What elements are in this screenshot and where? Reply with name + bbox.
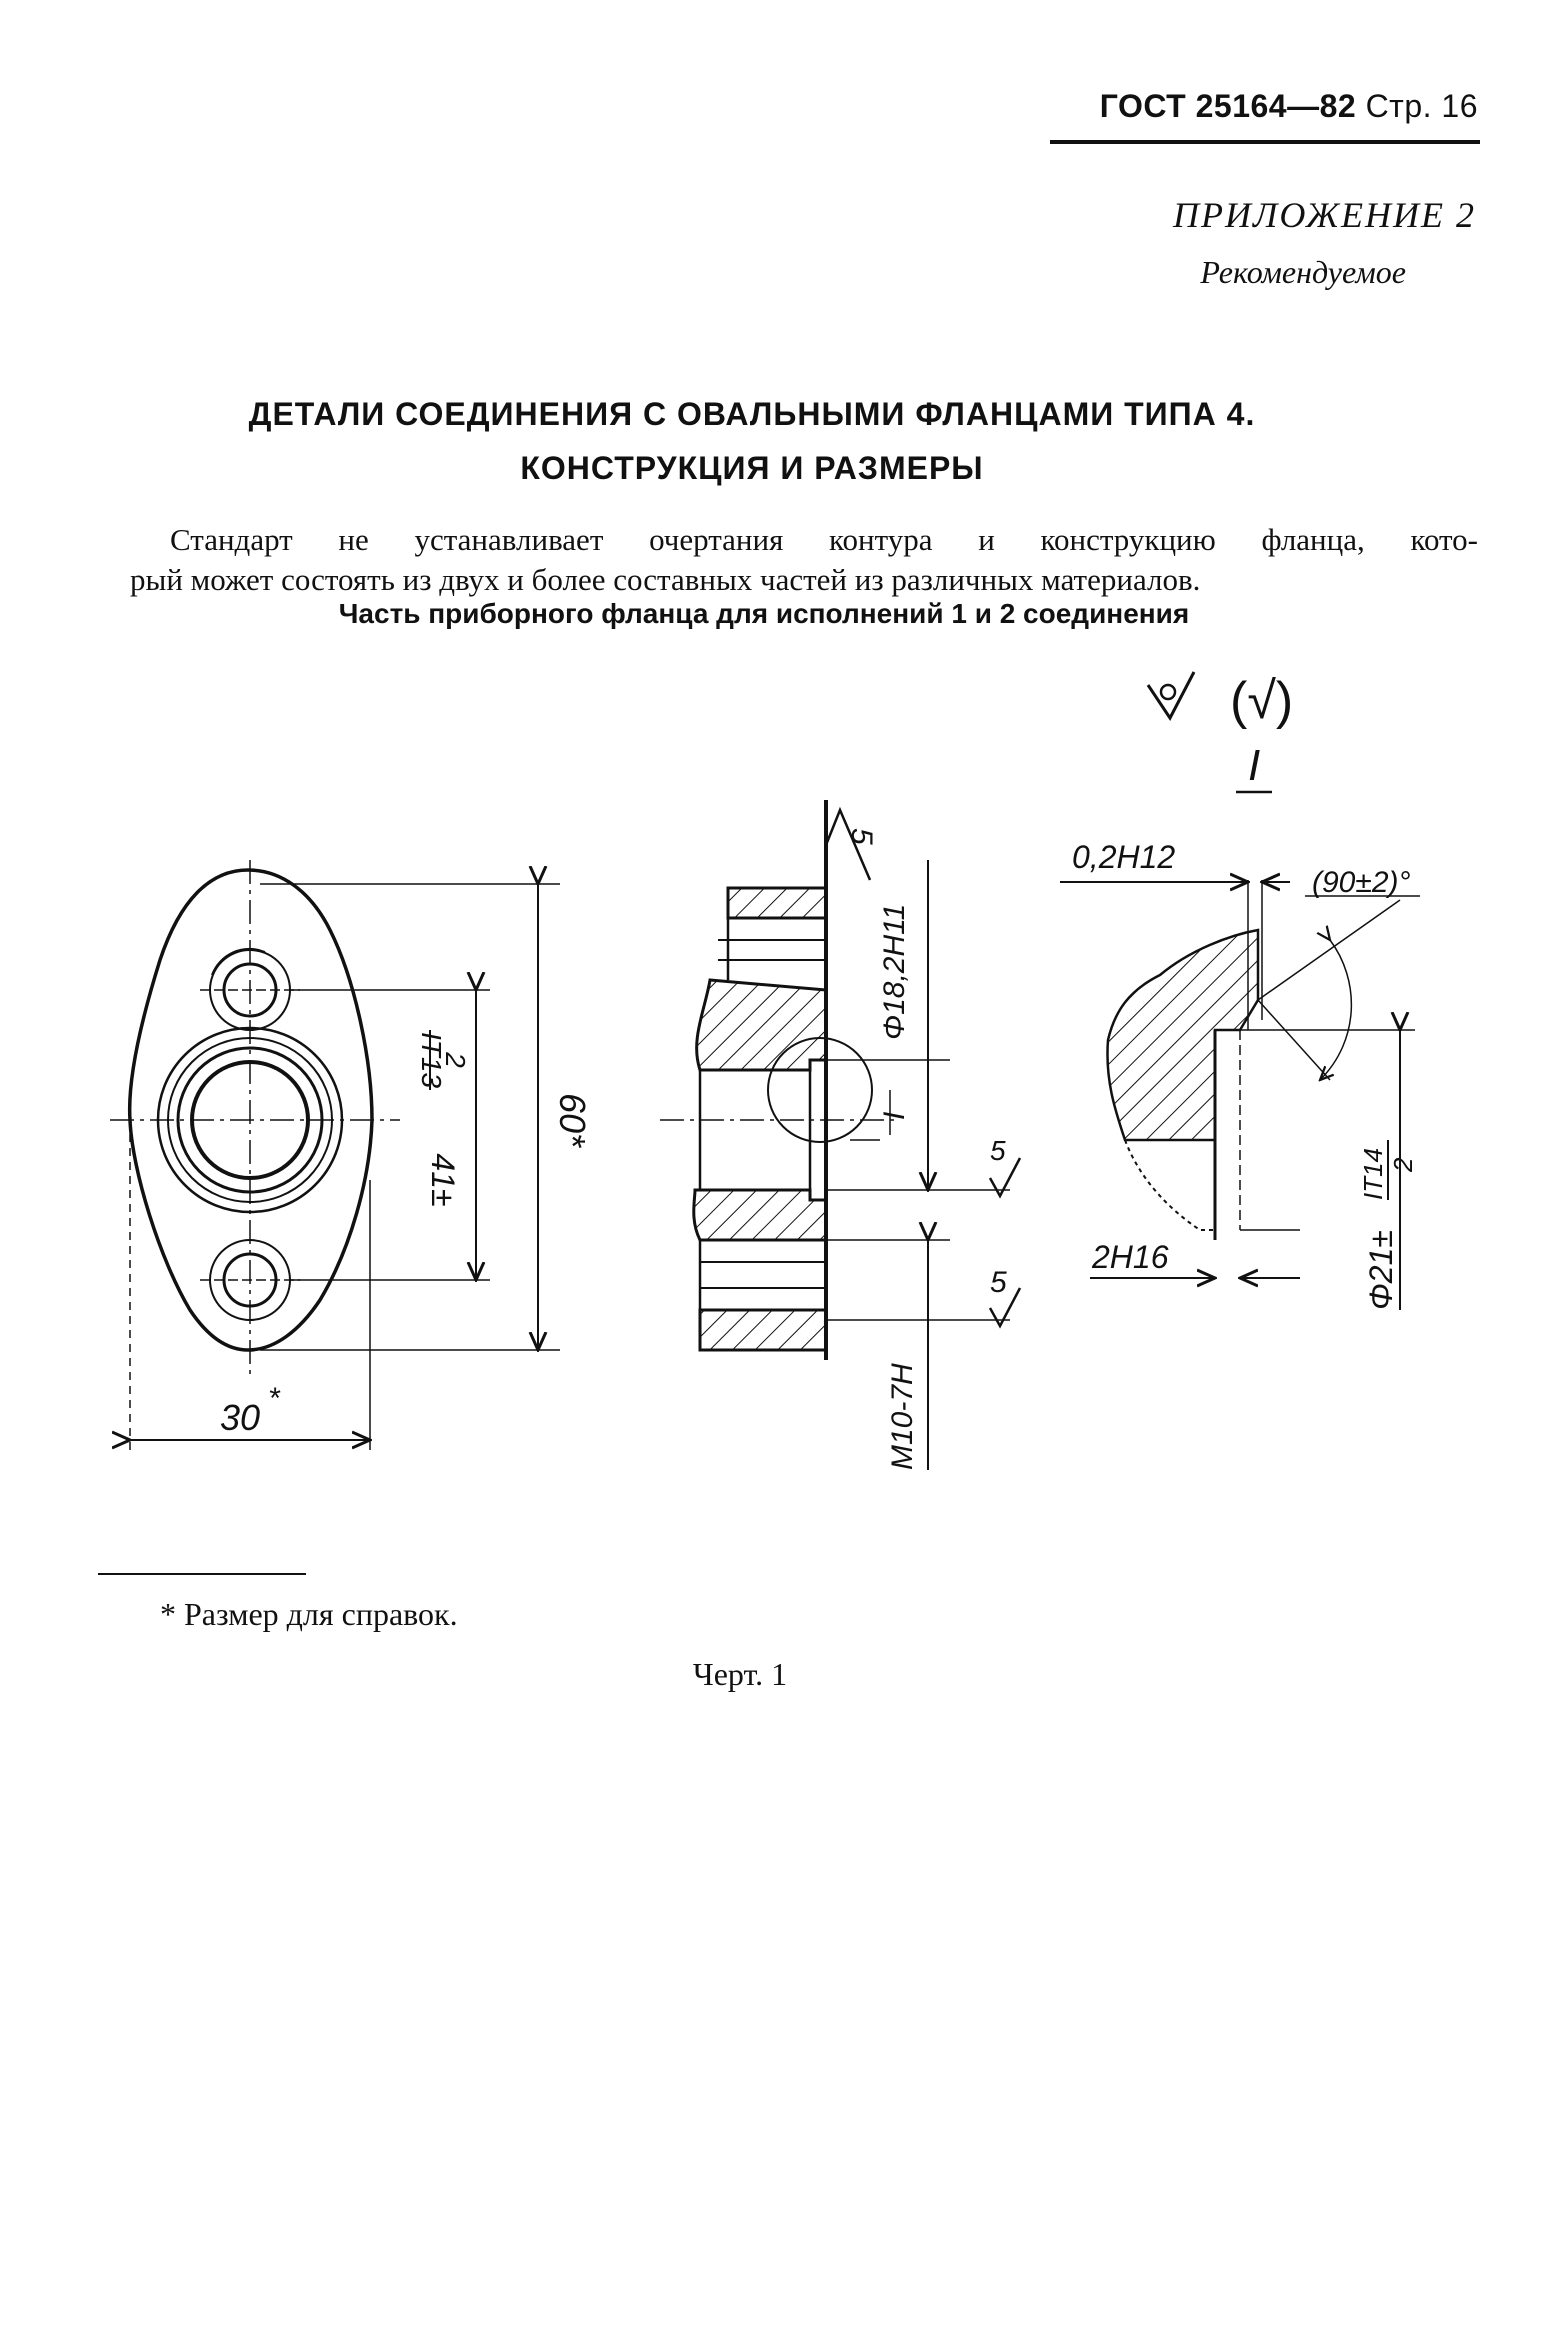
roughness-general-label: (√) bbox=[1230, 672, 1293, 730]
detail-marker-label: I bbox=[1248, 741, 1260, 790]
footnote-rule bbox=[98, 1573, 306, 1575]
body-text-line1: Стандарт не устанавливает очертания конт… bbox=[170, 522, 1478, 557]
dim-it13-num: IT13 bbox=[416, 1032, 447, 1088]
dim-d21-label: Φ21± bbox=[1363, 1230, 1399, 1310]
roughness-general-symbol: (√) bbox=[1146, 671, 1293, 730]
dim-angle-label: (90±2)° bbox=[1312, 866, 1411, 899]
dim-detail-ref: I bbox=[878, 1112, 911, 1120]
dim-it14-den: 2 bbox=[1388, 1157, 1418, 1173]
dim-0-2h12-label: 0,2H12 bbox=[1072, 839, 1175, 875]
standard-number: ГОСТ 25164—82 bbox=[1099, 88, 1357, 124]
document-title-line2: КОНСТРУКЦИЯ И РАЗМЕРЫ bbox=[520, 450, 984, 486]
appendix-status: Рекомендуемое bbox=[1200, 254, 1406, 290]
detail-view: 0,2H12 (90±2)° 2H16 Φ21± IT14 2 bbox=[1060, 839, 1420, 1310]
drawing-caption: Черт. 1 bbox=[692, 1656, 788, 1692]
dim-30-star: * bbox=[268, 1382, 281, 1415]
detail-marker: I bbox=[1236, 741, 1272, 794]
dim-m10-label: M10-7H bbox=[886, 1363, 919, 1470]
page-header: ГОСТ 25164—82 Стр. 16 bbox=[1100, 88, 1478, 125]
section-view: 5 5 5 Φ18,2H11 I M10-7H bbox=[660, 800, 1022, 1470]
rough-5-top: 5 bbox=[845, 828, 878, 845]
rough-5-mid: 5 bbox=[990, 1135, 1006, 1166]
footnote: * Размер для справок. bbox=[160, 1596, 458, 1632]
document-title-line1: ДЕТАЛИ СОЕДИНЕНИЯ С ОВАЛЬНЫМИ ФЛАНЦАМИ Т… bbox=[248, 396, 1256, 432]
dim-2h16-label: 2H16 bbox=[1091, 1239, 1169, 1275]
dim-60-label: 60* bbox=[552, 1093, 593, 1148]
rough-5-low: 5 bbox=[990, 1266, 1007, 1299]
dim-41-label: 41± bbox=[425, 1153, 461, 1206]
drawing-subtitle: Часть приборного фланца для исполнений 1… bbox=[338, 598, 1190, 629]
body-text-line2: рый может состоять из двух и более соста… bbox=[130, 562, 1201, 597]
dim-d18-label: Φ18,2H11 bbox=[878, 904, 911, 1040]
flange-drawing: (√) I 60* bbox=[110, 671, 1420, 1470]
dim-it13-den: 2 bbox=[440, 1051, 471, 1068]
front-view: 60* 41± IT13 2 30 * bbox=[110, 860, 593, 1450]
appendix-title: ПРИЛОЖЕНИЕ 2 bbox=[1173, 195, 1476, 235]
header-rule bbox=[1050, 140, 1480, 144]
dim-30-label: 30 bbox=[220, 1397, 260, 1438]
page-number: Стр. 16 bbox=[1365, 88, 1478, 124]
dim-it14-num: IT14 bbox=[1358, 1148, 1388, 1200]
